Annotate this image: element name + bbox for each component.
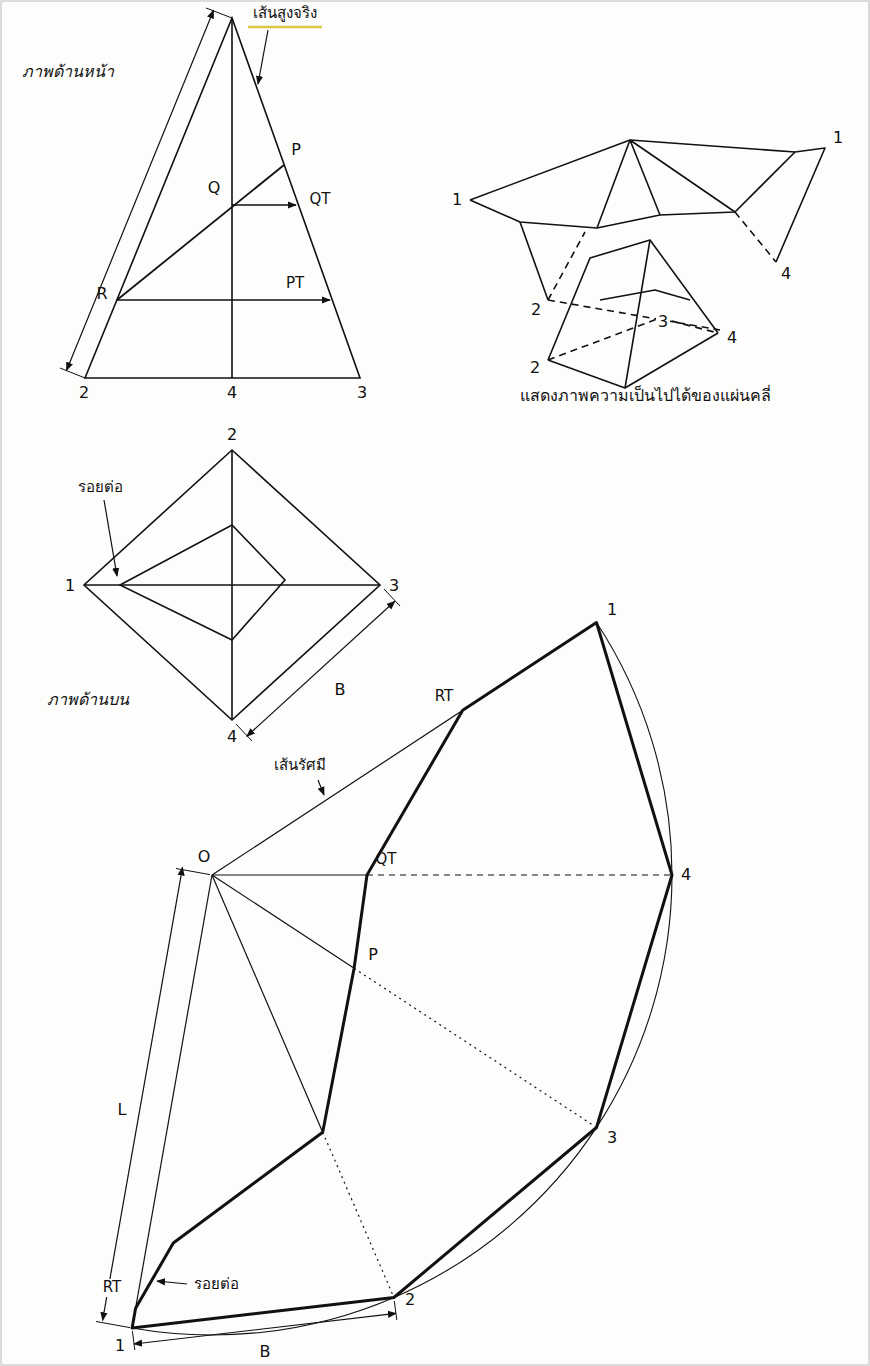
callout-number: 2 — [79, 384, 89, 402]
callout-number: 4 — [727, 329, 737, 347]
top-view — [84, 450, 400, 741]
callout-number: 2 — [531, 301, 541, 319]
callout-number: 1 — [833, 129, 843, 147]
callout-number: 2 — [405, 1291, 415, 1309]
development — [96, 623, 672, 1351]
callout-number: 1 — [115, 1337, 125, 1355]
callout-number: 4 — [681, 866, 691, 884]
callout-number: 1 — [65, 577, 75, 595]
callout-number: 4 — [227, 384, 237, 402]
callout-number: 1 — [607, 601, 617, 619]
callout-number: 2 — [530, 359, 540, 377]
callout-number: 4 — [227, 728, 237, 746]
callout-number: 2 — [227, 426, 237, 444]
point-label: Q — [208, 179, 221, 197]
dimension-label: L — [118, 1101, 127, 1119]
dimension-label: B — [258, 1343, 273, 1361]
view-title: ภาพด้านหน้า — [22, 63, 114, 81]
callout-number: 4 — [781, 265, 791, 283]
callout-number: 3 — [389, 577, 399, 595]
callout-number: 3 — [357, 384, 367, 402]
note-label: เส้นรัศมี — [274, 757, 326, 774]
view-title: ภาพด้านบน — [47, 691, 129, 709]
point-label: QT — [376, 851, 397, 868]
note-label: เส้นสูงจริง — [253, 5, 317, 22]
point-label: P — [291, 141, 301, 159]
point-label: PT — [286, 275, 304, 292]
dimension-label: B — [335, 681, 346, 699]
note-label: รอยต่อ — [194, 1276, 239, 1293]
callout-number: 3 — [607, 1129, 617, 1147]
point-label: P — [368, 946, 378, 964]
point-label: R — [96, 285, 107, 303]
pictorial-view — [470, 140, 825, 388]
callout-number: 1 — [452, 191, 462, 209]
note-label: รอยต่อ — [78, 479, 123, 496]
point-label: O — [198, 848, 211, 866]
point-label: RT — [101, 1279, 124, 1296]
caption-label: แสดงภาพความเป็นไปได้ของแผ่นคลี่ — [520, 387, 771, 405]
callout-number: 3 — [656, 313, 670, 331]
point-label: QT — [310, 191, 331, 208]
point-label: RT — [435, 688, 454, 705]
